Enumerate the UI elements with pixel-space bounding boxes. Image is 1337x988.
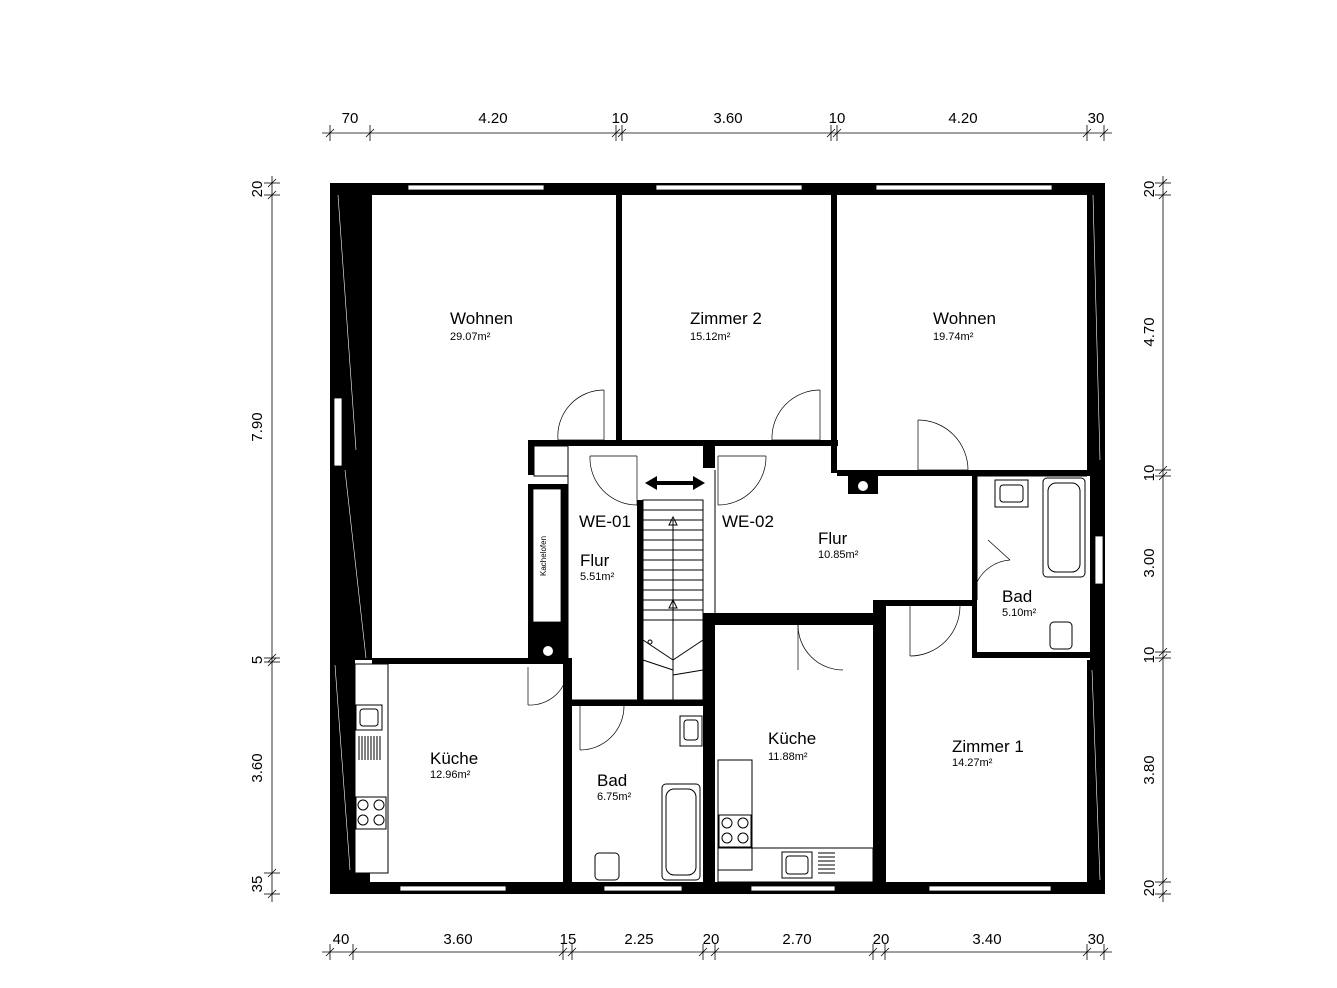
unit-label-we02: WE-02 <box>722 512 774 531</box>
dim-bottom-7: 20 <box>873 931 890 948</box>
wall-zimmer2-wohnen <box>831 195 837 473</box>
dim-left-4: 3.60 <box>249 753 266 782</box>
dim-right-6: 3.80 <box>1141 755 1158 784</box>
room-name-bad-right: Bad <box>1002 587 1032 606</box>
sink-drainer-left <box>358 736 381 760</box>
wall-stair-right-top <box>703 446 715 468</box>
room-name-zimmer-1: Zimmer 1 <box>952 737 1024 756</box>
room-labels: Wohnen 29.07m² Zimmer 2 15.12m² Wohnen 1… <box>430 309 1037 803</box>
room-area-bad-right: 5.10m² <box>1002 607 1037 619</box>
dim-bottom-2: 3.60 <box>443 931 472 948</box>
wall-kueche2-zimmer1 <box>873 600 886 894</box>
dim-bottom-8: 3.40 <box>972 931 1001 948</box>
fixtures <box>354 477 1086 883</box>
dim-left-5: 35 <box>249 876 266 893</box>
dimension-labels-top: 70 4.20 10 3.60 10 4.20 30 <box>342 110 1105 127</box>
dimension-labels-bottom: 40 3.60 15 2.25 20 2.70 20 3.40 30 <box>333 931 1105 948</box>
room-area-wohnen-right: 19.74m² <box>933 331 974 343</box>
room-area-kueche-right: 11.88m² <box>768 751 808 763</box>
dimension-lines <box>264 125 1171 960</box>
dim-bottom-1: 40 <box>333 931 350 948</box>
stair-arrows <box>645 476 705 490</box>
room-area-zimmer-1: 14.27m² <box>952 757 993 769</box>
dim-right-5: 10 <box>1141 647 1158 664</box>
windows <box>333 184 1104 892</box>
room-area-wohnen-left: 29.07m² <box>450 331 491 343</box>
stove <box>532 488 562 623</box>
room-area-kueche-left: 12.96m² <box>430 769 471 781</box>
dim-right-3: 10 <box>1141 465 1158 482</box>
dim-top-7: 30 <box>1088 110 1105 127</box>
dim-top-4: 3.60 <box>713 110 742 127</box>
dim-bottom-5: 20 <box>703 931 720 948</box>
dim-left-3: 5 <box>249 656 266 664</box>
dim-left-1: 20 <box>249 181 266 198</box>
stove-label: Kachelofen <box>539 536 548 576</box>
wall-kueche-bad <box>563 658 572 894</box>
room-name-flur-right: Flur <box>818 529 848 548</box>
dim-right-1: 20 <box>1141 181 1158 198</box>
shaft-flue <box>858 481 868 491</box>
interior-lines <box>533 445 1087 701</box>
wall-flur-left-upper <box>528 440 534 475</box>
dim-right-7: 20 <box>1141 880 1158 897</box>
room-name-kueche-left: Küche <box>430 749 478 768</box>
wall-bad-top <box>572 700 707 706</box>
chimney-flue <box>543 646 553 656</box>
dim-bottom-3: 15 <box>560 931 577 948</box>
wall-wohnen-right-bottom <box>837 470 1087 476</box>
wall-bad-right-left <box>972 473 977 658</box>
room-name-bad-left: Bad <box>597 771 627 790</box>
wall-outer-bottom <box>330 882 1105 894</box>
wall-flur-kueche2 <box>715 613 878 625</box>
dim-top-1: 70 <box>342 110 359 127</box>
wall-bad-right-bottom <box>972 652 1090 658</box>
room-name-wohnen-right: Wohnen <box>933 309 996 328</box>
wall-rooms-flur <box>528 440 838 446</box>
dim-left-2: 7.90 <box>249 412 266 441</box>
wall-stair-left <box>637 500 643 700</box>
dim-bottom-6: 2.70 <box>782 931 811 948</box>
doors <box>527 389 1011 751</box>
dim-bottom-9: 30 <box>1088 931 1105 948</box>
dim-right-2: 4.70 <box>1141 317 1158 346</box>
dim-right-4: 3.00 <box>1141 548 1158 577</box>
dimension-labels-right: 20 4.70 10 3.00 10 3.80 20 <box>1141 181 1158 897</box>
wall-wohnen-zimmer2 <box>616 195 622 445</box>
dim-top-6: 4.20 <box>948 110 977 127</box>
unit-label-we01: WE-01 <box>579 512 631 531</box>
wall-bad-kueche2 <box>703 613 715 894</box>
room-name-zimmer-2: Zimmer 2 <box>690 309 762 328</box>
wall-outer-left <box>330 183 372 894</box>
dim-top-2: 4.20 <box>478 110 507 127</box>
room-name-kueche-right: Küche <box>768 729 816 748</box>
room-name-wohnen-left: Wohnen <box>450 309 513 328</box>
wall-flur-zimmer1 <box>873 600 977 606</box>
dim-top-5: 10 <box>829 110 846 127</box>
wall-wohnen-kueche <box>372 658 572 664</box>
room-area-bad-left: 6.75m² <box>597 791 632 803</box>
dimension-labels-left: 20 7.90 5 3.60 35 <box>249 181 266 893</box>
dim-bottom-4: 2.25 <box>624 931 653 948</box>
room-area-flur-right: 10.85m² <box>818 549 859 561</box>
dim-top-3: 10 <box>612 110 629 127</box>
room-area-zimmer-2: 15.12m² <box>690 331 731 343</box>
room-area-flur-left: 5.51m² <box>580 571 615 583</box>
room-name-flur-left: Flur <box>580 551 610 570</box>
